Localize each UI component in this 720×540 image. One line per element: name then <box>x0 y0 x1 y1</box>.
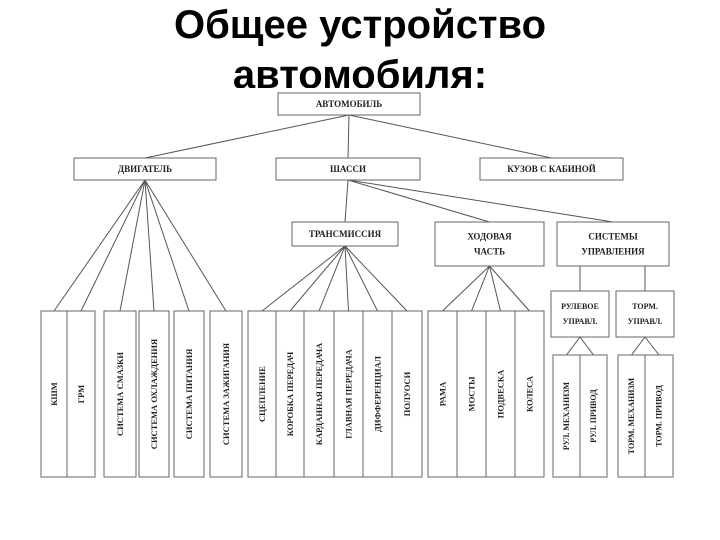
node-control-systems-box <box>556 221 670 267</box>
connector-root-body <box>348 114 552 159</box>
running-gear-part-2-label: МОСТЫ <box>467 376 477 412</box>
connector-chassis-transmission <box>344 179 349 223</box>
connector-brake-part <box>631 336 646 356</box>
node-root-label: АВТОМОБИЛЬ <box>316 99 382 109</box>
node-chassis-box <box>275 157 421 181</box>
engine-part-3-box <box>103 310 137 478</box>
connector-running-gear-part <box>442 265 490 312</box>
running-gear-part-3-label: ПОДВЕСКА <box>496 369 506 418</box>
transmission-part-1-label: СЦЕПЛЕНИЕ <box>257 366 267 422</box>
steering-part-1-label: РУЛ. МЕХАНИЗМ <box>562 381 571 450</box>
engine-part-2-box <box>66 310 96 478</box>
running-gear-part-1-label: РАМА <box>438 381 448 406</box>
transmission-part-4-label: ГЛАВНАЯ ПЕРЕДАЧА <box>344 348 354 438</box>
node-running-gear-box <box>434 221 545 267</box>
running-gear-part-4-box <box>514 310 545 478</box>
steering-part-2-box <box>579 354 608 478</box>
transmission-part-1-box <box>247 310 277 478</box>
node-chassis-label: ШАССИ <box>330 164 366 174</box>
engine-part-1-label: КШМ <box>49 382 59 406</box>
node-body-label: КУЗОВ С КАБИНОЙ <box>507 164 596 174</box>
connector-root-chassis <box>347 114 350 159</box>
running-gear-part-2-box <box>456 310 487 478</box>
brake-part-2-box <box>644 354 674 478</box>
steering-part-1-box <box>552 354 581 478</box>
connector-root-engine <box>144 114 350 159</box>
engine-part-6-box <box>209 310 243 478</box>
title-line-1: Общее устройство <box>173 3 547 47</box>
node-engine-box <box>73 157 217 181</box>
connector-engine-part <box>144 179 155 312</box>
connector-chassis-running-gear <box>347 179 490 223</box>
connector-transmission-part <box>261 245 346 312</box>
transmission-part-2-label: КОРОБКА ПЕРЕДАЧ <box>285 351 295 436</box>
transmission-part-3-label: КАРДАННАЯ ПЕРЕДАЧА <box>314 342 324 445</box>
node-root-box <box>277 92 421 116</box>
transmission-part-6-box <box>391 310 423 478</box>
engine-part-5-box <box>173 310 205 478</box>
connector-running-gear-part <box>489 265 501 312</box>
connector-steering-part <box>579 336 594 356</box>
node-running-gear-label-2: ЧАСТЬ <box>474 246 505 256</box>
connector-chassis-control <box>347 179 614 223</box>
page-title: Общее устройство автомобиля: <box>0 0 720 88</box>
node-control-systems-label-1: СИСТЕМЫ <box>588 232 638 242</box>
engine-part-6-label: СИСТЕМА ЗАЖИГАНИЯ <box>221 343 231 445</box>
node-body-box <box>479 157 624 181</box>
node-engine-label: ДВИГАТЕЛЬ <box>118 164 172 174</box>
node-steering-box <box>550 290 610 338</box>
running-gear-part-1-box <box>427 310 458 478</box>
node-steering-label-2: УПРАВЛ. <box>563 317 598 326</box>
node-brakes-label-2: УПРАВЛ. <box>628 317 663 326</box>
node-brakes-label-1: ТОРМ. <box>632 302 658 311</box>
node-running-gear-label-1: ХОДОВАЯ <box>467 232 512 242</box>
connector-transmission-part <box>318 245 346 312</box>
engine-part-3-label: СИСТЕМА СМАЗКИ <box>115 352 125 436</box>
connector-transmission-part <box>344 245 408 312</box>
node-transmission-box <box>291 221 399 247</box>
transmission-part-5-box <box>362 310 393 478</box>
running-gear-part-4-label: КОЛЕСА <box>525 375 535 412</box>
node-control-systems-label-2: УПРАВЛЕНИЯ <box>581 246 645 256</box>
transmission-part-2-box <box>275 310 305 478</box>
running-gear-part-3-box <box>485 310 516 478</box>
connector-engine-part <box>80 179 146 312</box>
connector-engine-part <box>53 179 146 312</box>
connector-transmission-part <box>344 245 378 312</box>
node-transmission-label: ТРАНСМИССИЯ <box>309 229 382 239</box>
connector-running-gear-part <box>471 265 490 312</box>
engine-part-2-label: ГРМ <box>76 385 86 403</box>
connector-brake-part <box>644 336 660 356</box>
node-brakes-box <box>615 290 675 338</box>
connector-steering-part <box>566 336 581 356</box>
engine-part-4-label: СИСТЕМА ОХЛАЖДЕНИЯ <box>149 339 159 449</box>
connector-engine-part <box>119 179 146 312</box>
transmission-part-5-label: ДИФФЕРЕНЦИАЛ <box>373 355 383 432</box>
connector-engine-part <box>144 179 190 312</box>
transmission-part-4-box <box>333 310 364 478</box>
engine-part-4-box <box>138 310 170 478</box>
transmission-part-3-box <box>303 310 335 478</box>
brake-part-1-label: ТОРМ. МЕХАНИЗМ <box>627 377 636 454</box>
engine-part-5-label: СИСТЕМА ПИТАНИЯ <box>184 349 194 439</box>
connector-engine-part <box>144 179 227 312</box>
connector-transmission-part <box>344 245 349 312</box>
engine-part-1-box <box>40 310 68 478</box>
steering-part-2-label: РУЛ. ПРИВОД <box>589 389 598 443</box>
brake-part-2-label: ТОРМ. ПРИВОД <box>655 385 664 447</box>
node-steering-label-1: РУЛЕВОЕ <box>561 302 599 311</box>
transmission-part-6-label: ПОЛУОСИ <box>402 371 412 416</box>
title-line-2: автомобиля: <box>232 53 488 88</box>
connector-transmission-part <box>289 245 346 312</box>
connector-running-gear-part <box>489 265 530 312</box>
